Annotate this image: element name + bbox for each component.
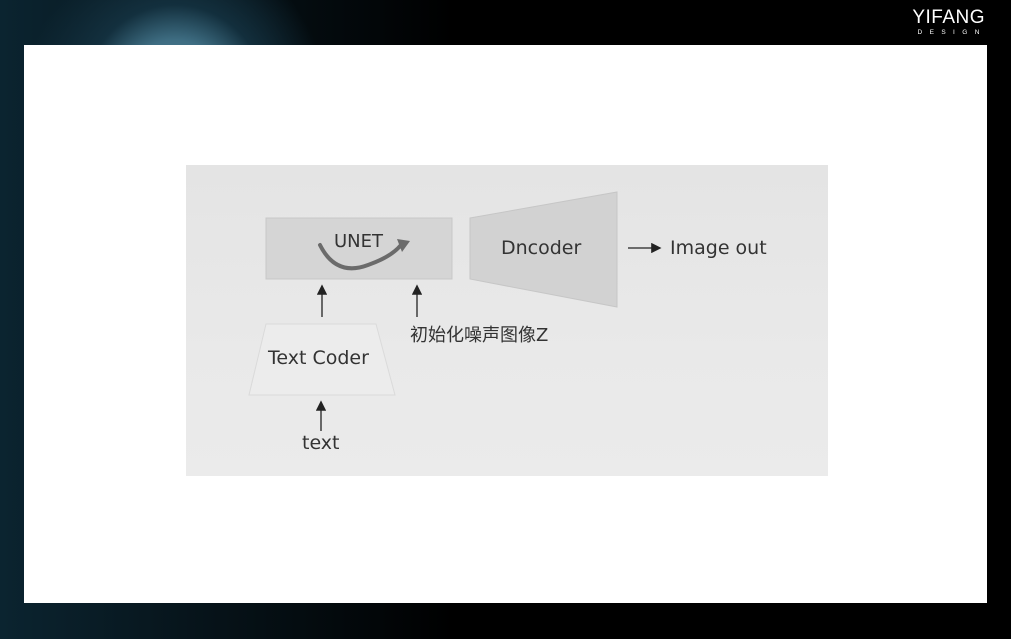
diagram-figure: UNET Dncoder Image out Text Coder 初始化噪声图…: [186, 165, 828, 476]
decoder-label: Dncoder: [501, 237, 582, 259]
image-out-label: Image out: [670, 237, 767, 259]
unet-loop-arc: [318, 243, 403, 271]
text-coder-trapezoid: [248, 323, 396, 396]
text-coder-label: Text Coder: [268, 347, 369, 369]
logo-subtitle: DESIGN: [917, 29, 987, 36]
brand-logo: YIFANG DESIGN: [912, 8, 985, 37]
text-input-label: text: [302, 432, 340, 454]
logo-wordmark: YIFANG: [912, 7, 985, 28]
decoder-trapezoid: [469, 191, 618, 308]
unet-loop-arrowhead: [397, 239, 410, 252]
noise-input-label: 初始化噪声图像Z: [410, 325, 549, 346]
diagram-graphics: [248, 191, 662, 431]
slide-canvas: UNET Dncoder Image out Text Coder 初始化噪声图…: [24, 45, 987, 603]
unet-label: UNET: [334, 231, 384, 252]
